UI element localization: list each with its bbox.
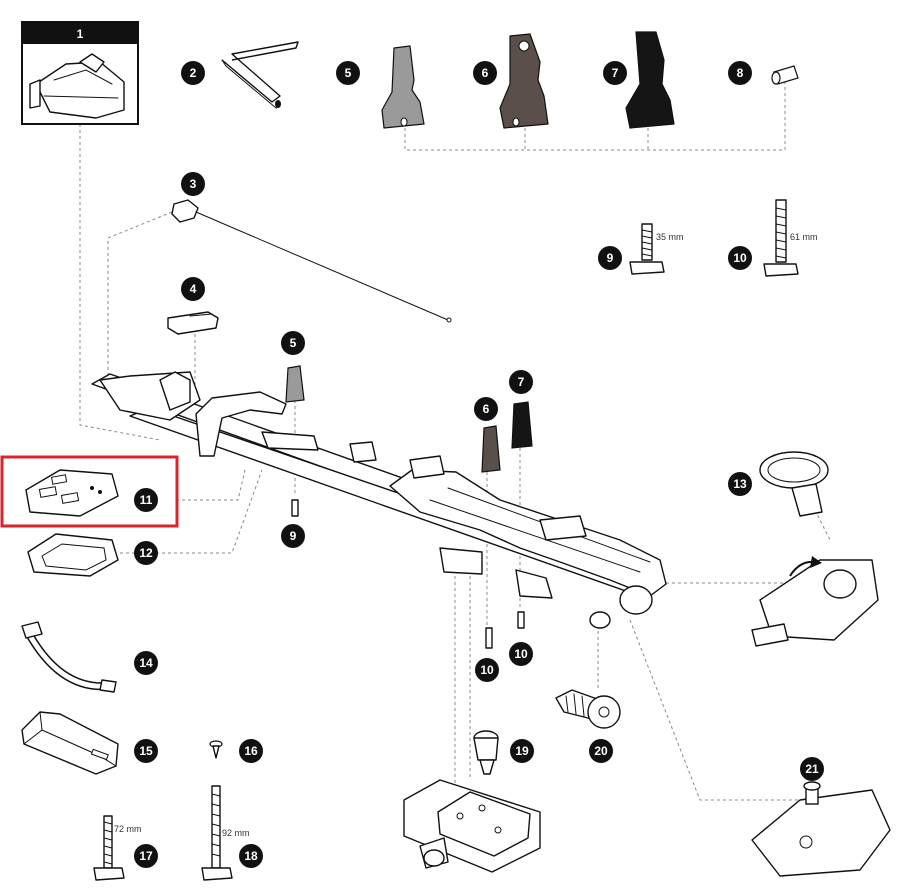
callout-9-top: 9 xyxy=(598,246,622,270)
knob-drawing xyxy=(473,730,499,775)
rail-mount-drawing xyxy=(403,779,541,873)
callout-17: 17 xyxy=(134,844,158,868)
adapter-frame-drawing xyxy=(27,533,119,577)
callout-9-assembly-number: 9 xyxy=(290,529,297,543)
callout-7-number: 7 xyxy=(612,66,619,80)
callout-10-right: 10 xyxy=(509,642,533,666)
callout-10-left: 10 xyxy=(475,658,499,682)
callout-11-number: 11 xyxy=(140,493,153,507)
part-1-number: 1 xyxy=(77,27,84,41)
callout-14: 14 xyxy=(134,651,158,675)
callout-4-number: 4 xyxy=(190,282,197,296)
callout-7-assembly: 7 xyxy=(509,370,533,394)
adapter-plate-drawing xyxy=(25,469,119,517)
callout-21: 21 xyxy=(800,757,824,781)
callout-10-right-number: 10 xyxy=(514,647,528,661)
callout-15: 15 xyxy=(134,739,158,763)
callout-3-number: 3 xyxy=(190,177,197,191)
lever-knob-drawing xyxy=(555,689,621,729)
bolt-9-length: 35 mm xyxy=(656,232,684,242)
part-11-highlight xyxy=(0,455,179,528)
pin-drawing xyxy=(771,65,799,85)
callout-6-assembly: 6 xyxy=(474,397,498,421)
callout-10-left-number: 10 xyxy=(480,663,494,677)
callout-7: 7 xyxy=(603,61,627,85)
callout-13: 13 xyxy=(728,472,752,496)
callout-5-assembly-number: 5 xyxy=(290,336,297,350)
callout-6-number: 6 xyxy=(482,66,489,80)
callout-9-top-number: 9 xyxy=(607,251,614,265)
callout-3: 3 xyxy=(181,172,205,196)
t-bolt-61-drawing xyxy=(763,199,799,277)
clamp-dark-drawing xyxy=(625,31,675,129)
callout-16: 16 xyxy=(239,739,263,763)
t-bolt-72-drawing xyxy=(93,815,125,881)
rotation-detail-drawing xyxy=(751,556,879,647)
bolt-10-length: 61 mm xyxy=(790,232,818,242)
callout-15-number: 15 xyxy=(139,744,153,758)
callout-5-assembly: 5 xyxy=(281,331,305,355)
t-bolt-35-drawing xyxy=(629,223,665,275)
hex-key-drawing xyxy=(221,41,299,109)
callout-18: 18 xyxy=(239,844,263,868)
wheel-cradle-drawing xyxy=(29,53,125,119)
clamp-medium-drawing xyxy=(499,33,549,129)
callout-10-top-number: 10 xyxy=(733,251,747,265)
callout-13-number: 13 xyxy=(733,477,747,491)
callout-10-top: 10 xyxy=(728,246,752,270)
cap-drawing xyxy=(167,311,219,335)
strap-drawing xyxy=(21,621,117,693)
callout-16-number: 16 xyxy=(244,744,258,758)
callout-17-number: 17 xyxy=(139,849,153,863)
callout-5-number: 5 xyxy=(345,66,352,80)
callout-9-assembly: 9 xyxy=(281,524,305,548)
bolt-detail-drawing xyxy=(751,781,891,877)
bolt-17-length: 72 mm xyxy=(114,824,142,834)
callout-8: 8 xyxy=(728,61,752,85)
callout-6: 6 xyxy=(473,61,497,85)
callout-11: 11 xyxy=(134,488,158,512)
callout-2-number: 2 xyxy=(190,66,197,80)
callout-12-number: 12 xyxy=(139,546,153,560)
callout-21-number: 21 xyxy=(805,762,819,776)
clamp-light-drawing xyxy=(381,45,425,129)
callout-8-number: 8 xyxy=(737,66,744,80)
part-1-box: 1 xyxy=(21,21,139,125)
t-bolt-92-drawing xyxy=(201,785,233,881)
callout-18-number: 18 xyxy=(244,849,258,863)
callout-12: 12 xyxy=(134,541,158,565)
callout-19-number: 19 xyxy=(515,744,529,758)
bolt-18-length: 92 mm xyxy=(222,828,250,838)
callout-20: 20 xyxy=(589,739,613,763)
screw-drawing xyxy=(209,740,223,759)
cable-drawing xyxy=(171,199,452,323)
callout-5: 5 xyxy=(336,61,360,85)
callout-20-number: 20 xyxy=(594,744,608,758)
callout-7-assembly-number: 7 xyxy=(518,375,525,389)
callout-6-assembly-number: 6 xyxy=(483,402,490,416)
mounting-block-drawing xyxy=(21,711,119,775)
ring-clamp-drawing xyxy=(759,451,829,517)
callout-4: 4 xyxy=(181,277,205,301)
callout-19: 19 xyxy=(510,739,534,763)
callout-2: 2 xyxy=(181,61,205,85)
bike-carrier-assembly xyxy=(91,365,667,649)
callout-14-number: 14 xyxy=(139,656,153,670)
